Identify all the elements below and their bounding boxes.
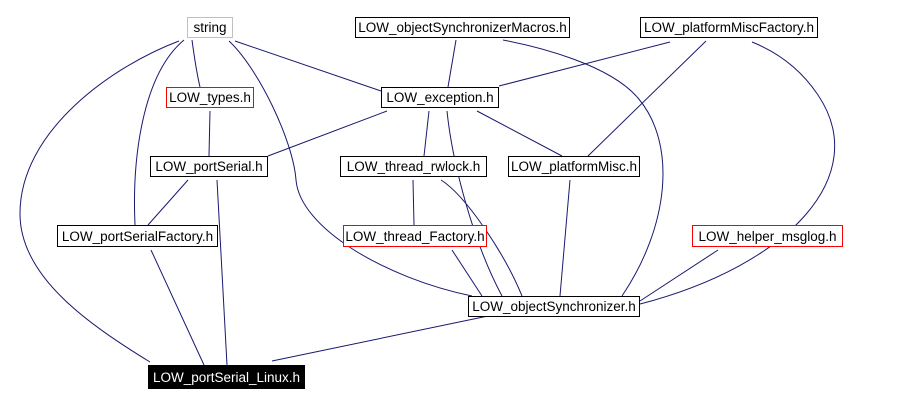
node-label: LOW_objectSynchronizerMacros.h — [358, 20, 567, 35]
edge-objSync-to-exception — [446, 110, 503, 297]
node-psf[interactable]: LOW_portSerialFactory.h — [57, 225, 218, 247]
edge-exception-to-string — [234, 40, 382, 92]
node-label: LOW_exception.h — [386, 90, 494, 105]
node-label: LOW_platformMiscFactory.h — [643, 20, 815, 35]
edge-exception-to-pmf — [498, 41, 671, 87]
edge-psl-to-portSerial — [216, 179, 228, 366]
edge-platformMisc-to-pmf — [587, 40, 707, 157]
edge-psl-to-objSync — [271, 315, 489, 362]
node-psl: LOW_portSerial_Linux.h — [148, 365, 305, 389]
node-types[interactable]: LOW_types.h — [166, 87, 254, 108]
node-string[interactable]: string — [187, 17, 233, 38]
node-portSerial[interactable]: LOW_portSerial.h — [150, 156, 268, 177]
edge-exception-to-macros — [447, 39, 457, 88]
edge-types-to-string — [191, 39, 201, 88]
node-label: LOW_types.h — [169, 90, 251, 105]
node-label: LOW_portSerial_Linux.h — [152, 369, 301, 385]
node-platformMisc[interactable]: LOW_platformMisc.h — [508, 156, 640, 177]
node-label: LOW_platformMisc.h — [510, 159, 638, 174]
node-macros[interactable]: LOW_objectSynchronizerMacros.h — [355, 17, 570, 38]
edge-objSync-to-tf — [451, 249, 483, 297]
edge-rwlock-to-exception — [423, 110, 430, 157]
node-label: string — [193, 20, 227, 35]
node-pmf[interactable]: LOW_platformMiscFactory.h — [640, 17, 818, 38]
edge-portSerial-to-exception — [267, 110, 388, 157]
edge-objSync-to-msglog — [639, 249, 719, 302]
node-label: LOW_portSerial.h — [155, 159, 263, 174]
edge-objSync-to-string — [228, 40, 473, 297]
node-label: LOW_thread_rwlock.h — [346, 159, 481, 174]
edge-objSync-to-pmf — [639, 41, 836, 305]
node-label: LOW_thread_Factory.h — [345, 228, 485, 244]
node-objSync[interactable]: LOW_objectSynchronizer.h — [468, 296, 640, 317]
edge-psf-to-portSerial — [147, 179, 189, 226]
edge-tf-to-rwlock — [412, 179, 415, 226]
edge-psl-to-string — [19, 40, 180, 363]
edge-portSerial-to-types — [208, 110, 211, 157]
edge-platformMisc-to-exception — [476, 110, 563, 157]
edge-psl-to-psf — [150, 249, 205, 366]
node-label: LOW_helper_msglog.h — [698, 228, 837, 244]
node-tf[interactable]: LOW_thread_Factory.h — [343, 225, 487, 247]
edge-objSync-to-platformMisc — [559, 179, 571, 297]
node-label: LOW_portSerialFactory.h — [61, 228, 214, 244]
node-rwlock[interactable]: LOW_thread_rwlock.h — [340, 156, 487, 177]
node-msglog[interactable]: LOW_helper_msglog.h — [692, 225, 843, 247]
edge-psf-to-string — [134, 39, 185, 226]
edge-objSync-to-macros — [502, 39, 664, 297]
node-label: LOW_objectSynchronizer.h — [472, 299, 636, 314]
node-exception[interactable]: LOW_exception.h — [381, 87, 499, 108]
